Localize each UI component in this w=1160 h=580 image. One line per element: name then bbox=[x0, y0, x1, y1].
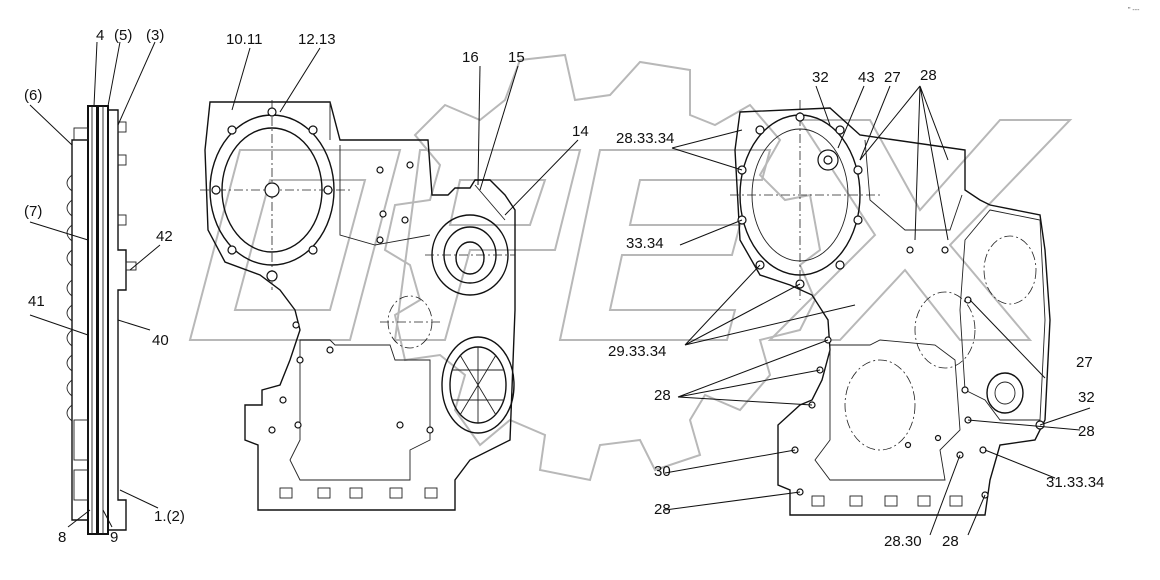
callout-left-7: 40 bbox=[152, 332, 169, 349]
callout-left-10: 1.(2) bbox=[154, 508, 185, 525]
callout-right-10: 28 bbox=[1078, 423, 1095, 440]
callout-right-0: 32 bbox=[812, 69, 829, 86]
item-14-strap bbox=[474, 184, 506, 221]
callout-right-11: 30 bbox=[654, 463, 671, 480]
callout-right-6: 29.33.34 bbox=[608, 343, 666, 360]
cover-outline bbox=[204, 101, 516, 511]
corner-mark: " --- bbox=[1128, 7, 1140, 14]
callout-right-3: 28 bbox=[920, 67, 937, 84]
middle-bolt-holes bbox=[211, 107, 434, 434]
callout-mid-2: 16 bbox=[462, 49, 479, 66]
callout-mid-0: 10.11 bbox=[226, 31, 262, 48]
callouts-left: 4 (5) (3) (6) (7) 42 41 40 8 9 1.(2) bbox=[24, 27, 185, 546]
callout-right-9: 32 bbox=[1078, 389, 1095, 406]
callout-left-2: (3) bbox=[146, 27, 164, 44]
front-cover-middle bbox=[200, 100, 516, 511]
gear-icon bbox=[383, 53, 822, 482]
callouts-middle: 10.11 12.13 16 15 14 bbox=[226, 31, 589, 140]
water-pump-housing bbox=[425, 214, 515, 296]
callout-left-4: (7) bbox=[24, 203, 42, 220]
callout-left-0: 4 bbox=[96, 27, 104, 44]
callouts-right: 32 43 27 28 28.33.34 33.34 29.33.34 28 2… bbox=[608, 67, 1104, 550]
right-bolt-holes bbox=[737, 112, 1045, 499]
callout-right-12: 28 bbox=[654, 501, 671, 518]
middle-bottom-lugs bbox=[279, 487, 438, 499]
callout-right-8: 27 bbox=[1076, 354, 1093, 371]
callout-left-5: 42 bbox=[156, 228, 173, 245]
callout-right-13: 31.33.34 bbox=[1046, 474, 1104, 491]
callout-right-2: 27 bbox=[884, 69, 901, 86]
cover-plate-outer bbox=[87, 105, 98, 535]
right-bottom-lugs bbox=[811, 495, 963, 507]
callout-mid-3: 15 bbox=[508, 49, 525, 66]
callout-right-5: 33.34 bbox=[626, 235, 664, 252]
rear-cover-outline bbox=[734, 107, 1051, 516]
side-view-cover bbox=[66, 105, 137, 535]
watermark bbox=[188, 53, 1073, 482]
callout-left-8: 8 bbox=[58, 529, 66, 546]
pulley-grille bbox=[441, 336, 515, 434]
callout-left-3: (6) bbox=[24, 87, 42, 104]
callout-right-1: 43 bbox=[858, 69, 875, 86]
callout-mid-1: 12.13 bbox=[298, 31, 336, 48]
leader-lines bbox=[29, 41, 1091, 536]
callout-left-6: 41 bbox=[28, 293, 45, 310]
callout-right-4: 28.33.34 bbox=[616, 130, 674, 147]
callout-right-14: 28.30 bbox=[884, 533, 922, 550]
callout-left-1: (5) bbox=[114, 27, 132, 44]
callout-mid-4: 14 bbox=[572, 123, 589, 140]
callout-right-15: 28 bbox=[942, 533, 959, 550]
callout-right-7: 28 bbox=[654, 387, 671, 404]
callout-left-9: 9 bbox=[110, 529, 118, 546]
side-bolts bbox=[66, 121, 137, 501]
